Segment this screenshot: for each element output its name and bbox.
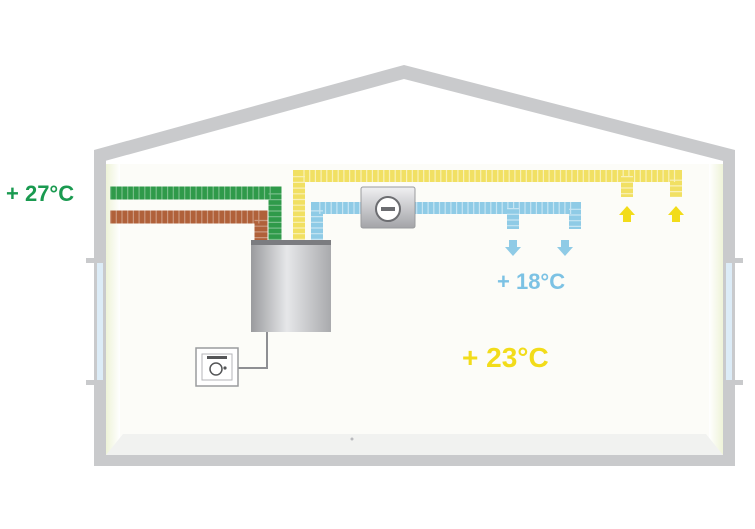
- decorative-dot: [350, 437, 354, 441]
- duct-exhaust-air: [110, 210, 268, 240]
- arrow-up-icon: [619, 206, 684, 222]
- outside-temperature-label: + 27°C: [6, 181, 75, 206]
- fan-coil-unit-icon: [360, 186, 416, 229]
- supply-temperature-label: + 18°C: [497, 269, 566, 294]
- arrow-down-icon: [505, 240, 573, 256]
- duct-outside-air: [110, 186, 282, 240]
- house-shell: [86, 65, 743, 466]
- thermostat-icon: [195, 347, 239, 387]
- duct-return-air: [293, 170, 682, 240]
- control-cable: [238, 332, 268, 369]
- heat-pump-unit-icon: [251, 240, 331, 332]
- duct-supply-air: [311, 202, 581, 240]
- room-temperature-label: + 23°C: [462, 342, 549, 373]
